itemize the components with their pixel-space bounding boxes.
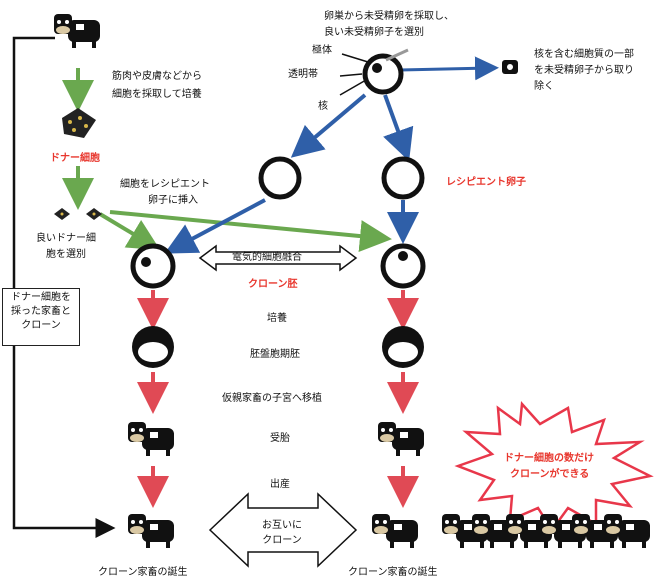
mutual-clone-label: お互いに クローン xyxy=(252,516,312,546)
label-collect-cells-2: 細胞を採取して培養 xyxy=(112,89,202,100)
label-burst-1: ドナー細胞の数だけ xyxy=(504,453,594,464)
label-birth: 出産 xyxy=(270,479,290,490)
cytoplasm-icon xyxy=(502,60,518,74)
label-insert-2: 卵子に挿入 xyxy=(148,195,198,206)
clone-cow-left-icon xyxy=(128,514,174,548)
label-donor-livestock-3: クローン xyxy=(21,320,61,331)
blastocyst-right-icon xyxy=(382,326,424,368)
mutual-clone-double-arrow xyxy=(208,492,358,568)
selected-donor-cells-icon xyxy=(54,208,102,220)
blue-arrow-egg-left xyxy=(290,93,367,158)
label-donor-livestock-2: 採った家畜と xyxy=(11,306,71,317)
blue-arrow-to-left-col xyxy=(164,198,266,254)
clone-cow-right-icon xyxy=(372,514,418,548)
label-enucleate-3: 除く xyxy=(534,81,554,92)
clone-embryo-left-icon xyxy=(130,243,176,289)
green-arrow-3 xyxy=(98,212,161,251)
label-burst-2: クローンができる xyxy=(510,469,590,480)
label-donor-livestock-1: ドナー細胞を xyxy=(11,292,71,303)
label-clone-birth-left: クローン家畜の誕生 xyxy=(98,567,188,578)
donor-livestock-box: ドナー細胞を 採った家畜と クローン xyxy=(2,288,80,346)
label-culture: 培養 xyxy=(267,313,287,324)
label-select-donor-1: 良いドナー細 xyxy=(36,233,96,244)
donor-cow-icon xyxy=(54,14,100,48)
enucleated-egg-left-icon xyxy=(258,156,302,200)
label-clone-embryo: クローン胚 xyxy=(248,279,298,290)
label-blastocyst: 胚盤胞期胚 xyxy=(250,349,300,360)
label-polar-body: 極体 xyxy=(312,45,332,56)
label-insert-1: 細胞をレシピエント xyxy=(120,179,210,190)
enucleated-egg-right-icon xyxy=(381,156,425,200)
label-recipient-egg: レシピエント卵子 xyxy=(446,177,526,188)
label-mutual-1: お互いに xyxy=(262,520,302,531)
label-enucleate-1: 核を含む細胞質の一部 xyxy=(534,49,634,60)
label-transfer: 仮親家畜の子宮へ移植 xyxy=(222,393,322,404)
label-clone-birth-right: クローン家畜の誕生 xyxy=(348,567,438,578)
blue-arrow-enucleate xyxy=(399,56,499,81)
green-arrow-4 xyxy=(109,210,392,253)
label-collect-cells-1: 筋肉や皮膚などから xyxy=(112,71,202,82)
label-ovary-collect: 卵巣から未受精卵を採取し、 xyxy=(324,11,454,22)
donor-cells-icon xyxy=(62,108,96,138)
label-select-good-egg: 良い未受精卵子を選別 xyxy=(324,27,424,38)
clone-embryo-right-icon xyxy=(380,243,426,289)
label-nucleus: 核 xyxy=(318,101,328,112)
label-zona: 透明帯 xyxy=(288,69,318,80)
pregnant-cow-left-icon xyxy=(128,422,174,456)
label-pregnancy: 受胎 xyxy=(270,433,290,444)
pregnant-cow-right-icon xyxy=(378,422,424,456)
label-select-donor-2: 胞を選別 xyxy=(46,249,86,260)
label-fusion: 電気的細胞融合 xyxy=(232,252,302,263)
oocyte-icon xyxy=(362,48,409,95)
label-mutual-2: クローン xyxy=(262,535,302,546)
loop-arrow xyxy=(12,36,116,538)
label-donor-cell: ドナー細胞 xyxy=(50,153,100,164)
fusion-double-arrow xyxy=(198,244,358,272)
burst-shape xyxy=(454,401,654,533)
label-enucleate-2: を未受精卵子から取り xyxy=(534,65,634,76)
blue-arrow-egg-right xyxy=(383,94,414,162)
blastocyst-left-icon xyxy=(132,326,174,368)
